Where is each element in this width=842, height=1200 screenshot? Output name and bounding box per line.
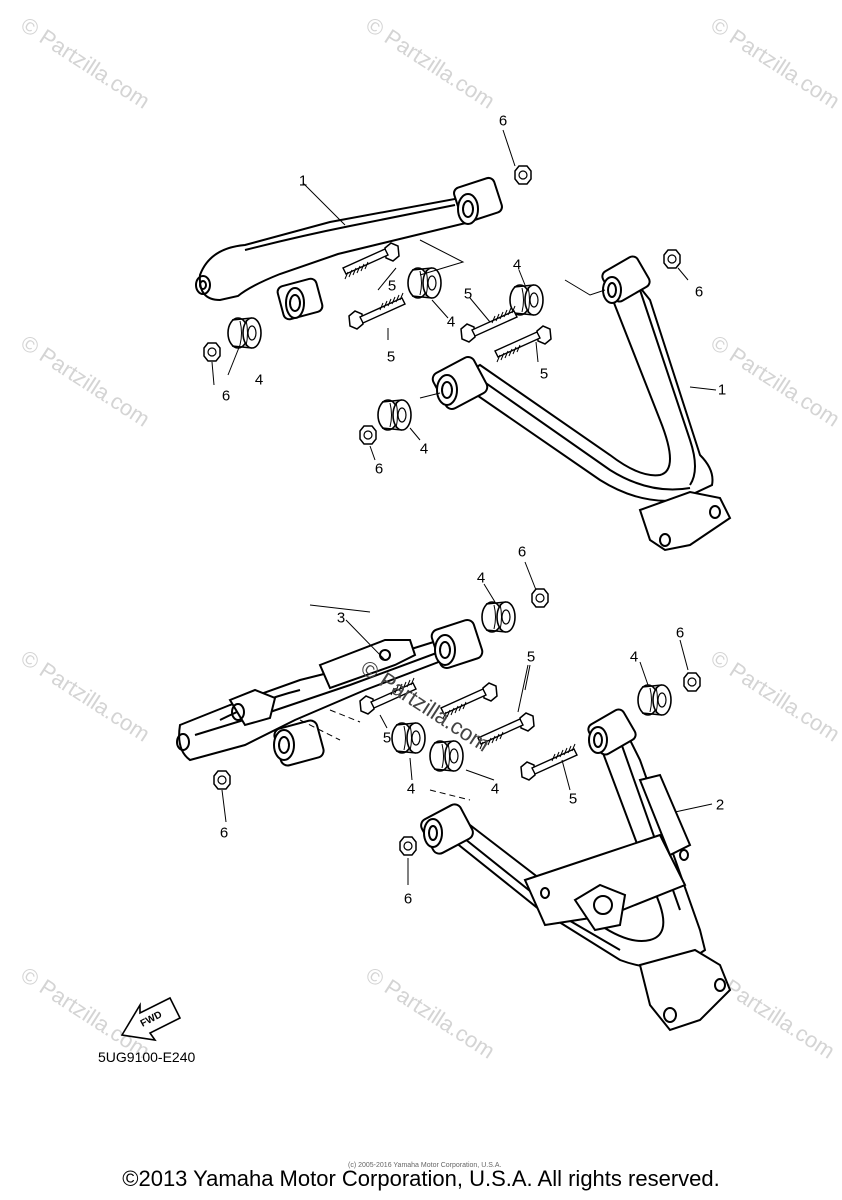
callout-6: 6: [498, 112, 508, 130]
callout-6: 6: [694, 283, 704, 301]
upper-arm-left: [195, 176, 503, 321]
lower-arm-left: [176, 619, 484, 767]
callout-4: 4: [512, 256, 522, 274]
callout-5: 5: [382, 729, 392, 747]
copyright: ©2013 Yamaha Motor Corporation, U.S.A. A…: [122, 1166, 720, 1191]
callout-5: 5: [387, 277, 397, 295]
lower-arm-right: [420, 708, 732, 1032]
callout-6: 6: [675, 624, 685, 642]
callout-4: 4: [406, 780, 416, 798]
callout-4: 4: [490, 780, 500, 798]
callout-5: 5: [568, 790, 578, 808]
callout-5: 5: [526, 648, 536, 666]
callout-4: 4: [446, 313, 456, 331]
callout-6: 6: [221, 387, 231, 405]
diagram-code: 5UG9100-E240: [98, 1049, 196, 1065]
callout-3: 3: [336, 609, 346, 627]
callout-5: 5: [463, 285, 473, 303]
callout-1: 1: [298, 172, 308, 190]
callout-6: 6: [517, 543, 527, 561]
callout-2: 2: [715, 796, 725, 814]
callout-4: 4: [254, 371, 264, 389]
callout-4: 4: [629, 648, 639, 666]
upper-arm-right: [431, 255, 732, 552]
callout-6: 6: [374, 460, 384, 478]
fwd-arrow-icon: [120, 996, 182, 1042]
callout-5: 5: [539, 365, 549, 383]
callout-4: 4: [419, 440, 429, 458]
small-copyright: (c) 2005-2016 Yamaha Motor Corporation, …: [348, 1162, 502, 1169]
callout-5: 5: [386, 348, 396, 366]
callout-4: 4: [476, 569, 486, 587]
callout-1: 1: [717, 381, 727, 399]
callout-6: 6: [219, 824, 229, 842]
callout-6: 6: [403, 890, 413, 908]
